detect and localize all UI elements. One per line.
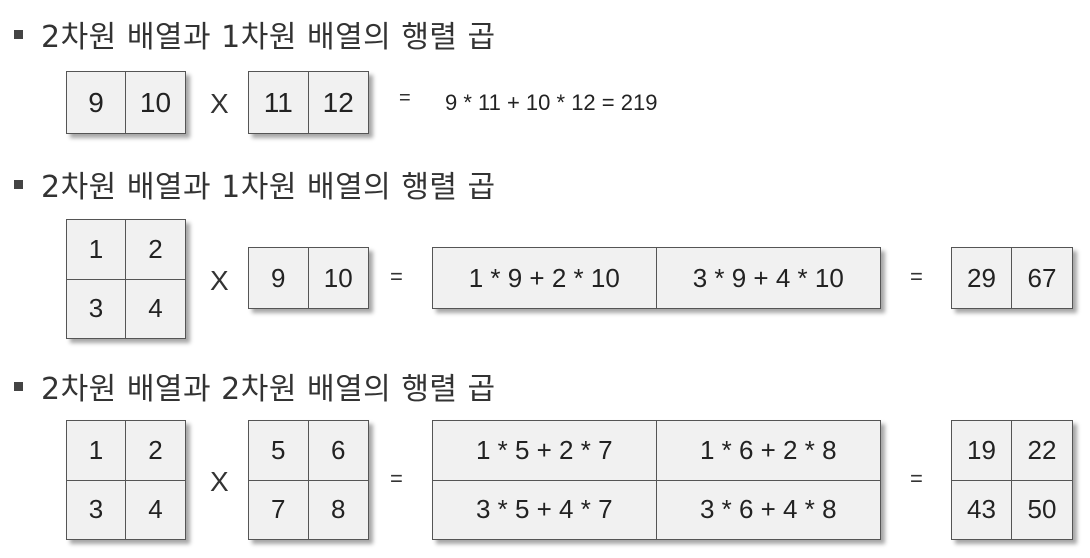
matrix-cell: 10: [323, 262, 353, 293]
matrix-a-2d: 1 2 3 4: [66, 219, 186, 339]
matrix-cell: 1: [67, 220, 126, 280]
result-matrix: 19 22 43 50: [951, 420, 1073, 540]
matrix-cell: 4: [148, 494, 163, 525]
multiply-operator: X: [210, 466, 229, 497]
matrix-a-2d: 1 2 3 4: [66, 420, 186, 540]
matrix-cell: 12: [322, 86, 354, 118]
matrix-cell: 1: [67, 421, 126, 481]
matrix-cell: 5: [249, 421, 309, 481]
matrix-cell: 7: [249, 480, 309, 539]
matrix-cell: 3: [67, 279, 126, 338]
matrix-a-1d: 9 10: [66, 71, 186, 134]
multiply-operator: X: [210, 265, 229, 296]
result-cell: 22: [1012, 421, 1072, 481]
section-2-heading: 2차원 배열과 1차원 배열의 행렬 곱: [14, 164, 496, 205]
matrix-cell: 9: [249, 248, 309, 308]
matrix-cell: 9: [67, 72, 126, 133]
work-cell: 1 * 5 + 2 * 7: [433, 421, 657, 481]
matrix-cell: 10: [139, 86, 172, 118]
matrix-cell: 6: [308, 421, 368, 481]
work-cell: 3 * 9 + 4 * 10: [692, 262, 844, 293]
dot-product-expression: 9 * 11 + 10 * 12 = 219: [445, 90, 658, 115]
section-3-heading: 2차원 배열과 2차원 배열의 행렬 곱: [14, 366, 496, 407]
bullet-icon: [14, 29, 23, 39]
matrix-cell: 3: [67, 480, 126, 539]
matrix-cell: 2: [126, 220, 185, 280]
work-cell: 3 * 5 + 4 * 7: [433, 480, 657, 539]
result-cell: 19: [952, 421, 1012, 481]
work-matrix: 1 * 5 + 2 * 7 1 * 6 + 2 * 8 3 * 5 + 4 * …: [432, 420, 881, 540]
matrix-cell: 4: [148, 293, 163, 324]
equals-operator: =: [910, 466, 923, 491]
matrix-b-1d: 11 12: [248, 71, 369, 134]
result-cell: 29: [952, 248, 1012, 308]
multiply-operator: X: [210, 88, 229, 119]
equals-operator: =: [390, 466, 403, 491]
matrix-b-2d: 5 6 7 8: [248, 420, 369, 540]
heading-text: 2차원 배열과 1차원 배열의 행렬 곱: [41, 170, 496, 205]
equals-operator: =: [399, 87, 411, 109]
work-cell: 1 * 9 + 2 * 10: [433, 248, 657, 308]
result-matrix: 29 67: [951, 247, 1073, 309]
result-cell: 43: [952, 480, 1012, 539]
heading-text: 2차원 배열과 1차원 배열의 행렬 곱: [41, 20, 496, 55]
matrix-cell: 8: [331, 494, 346, 525]
equals-operator: =: [390, 264, 403, 289]
work-matrix: 1 * 9 + 2 * 10 3 * 9 + 4 * 10: [432, 247, 881, 309]
matrix-cell: 2: [126, 421, 185, 481]
bullet-icon: [14, 179, 23, 189]
matrix-b-1d: 9 10: [248, 247, 369, 309]
result-cell: 50: [1027, 494, 1057, 525]
heading-text: 2차원 배열과 2차원 배열의 행렬 곱: [41, 372, 496, 407]
bullet-icon: [14, 381, 23, 391]
section-1-heading: 2차원 배열과 1차원 배열의 행렬 곱: [14, 14, 496, 55]
work-cell: 3 * 6 + 4 * 8: [699, 494, 837, 525]
equals-operator: =: [910, 264, 923, 289]
work-cell: 1 * 6 + 2 * 8: [656, 421, 880, 481]
matrix-cell: 11: [249, 72, 309, 133]
result-cell: 67: [1027, 262, 1057, 293]
